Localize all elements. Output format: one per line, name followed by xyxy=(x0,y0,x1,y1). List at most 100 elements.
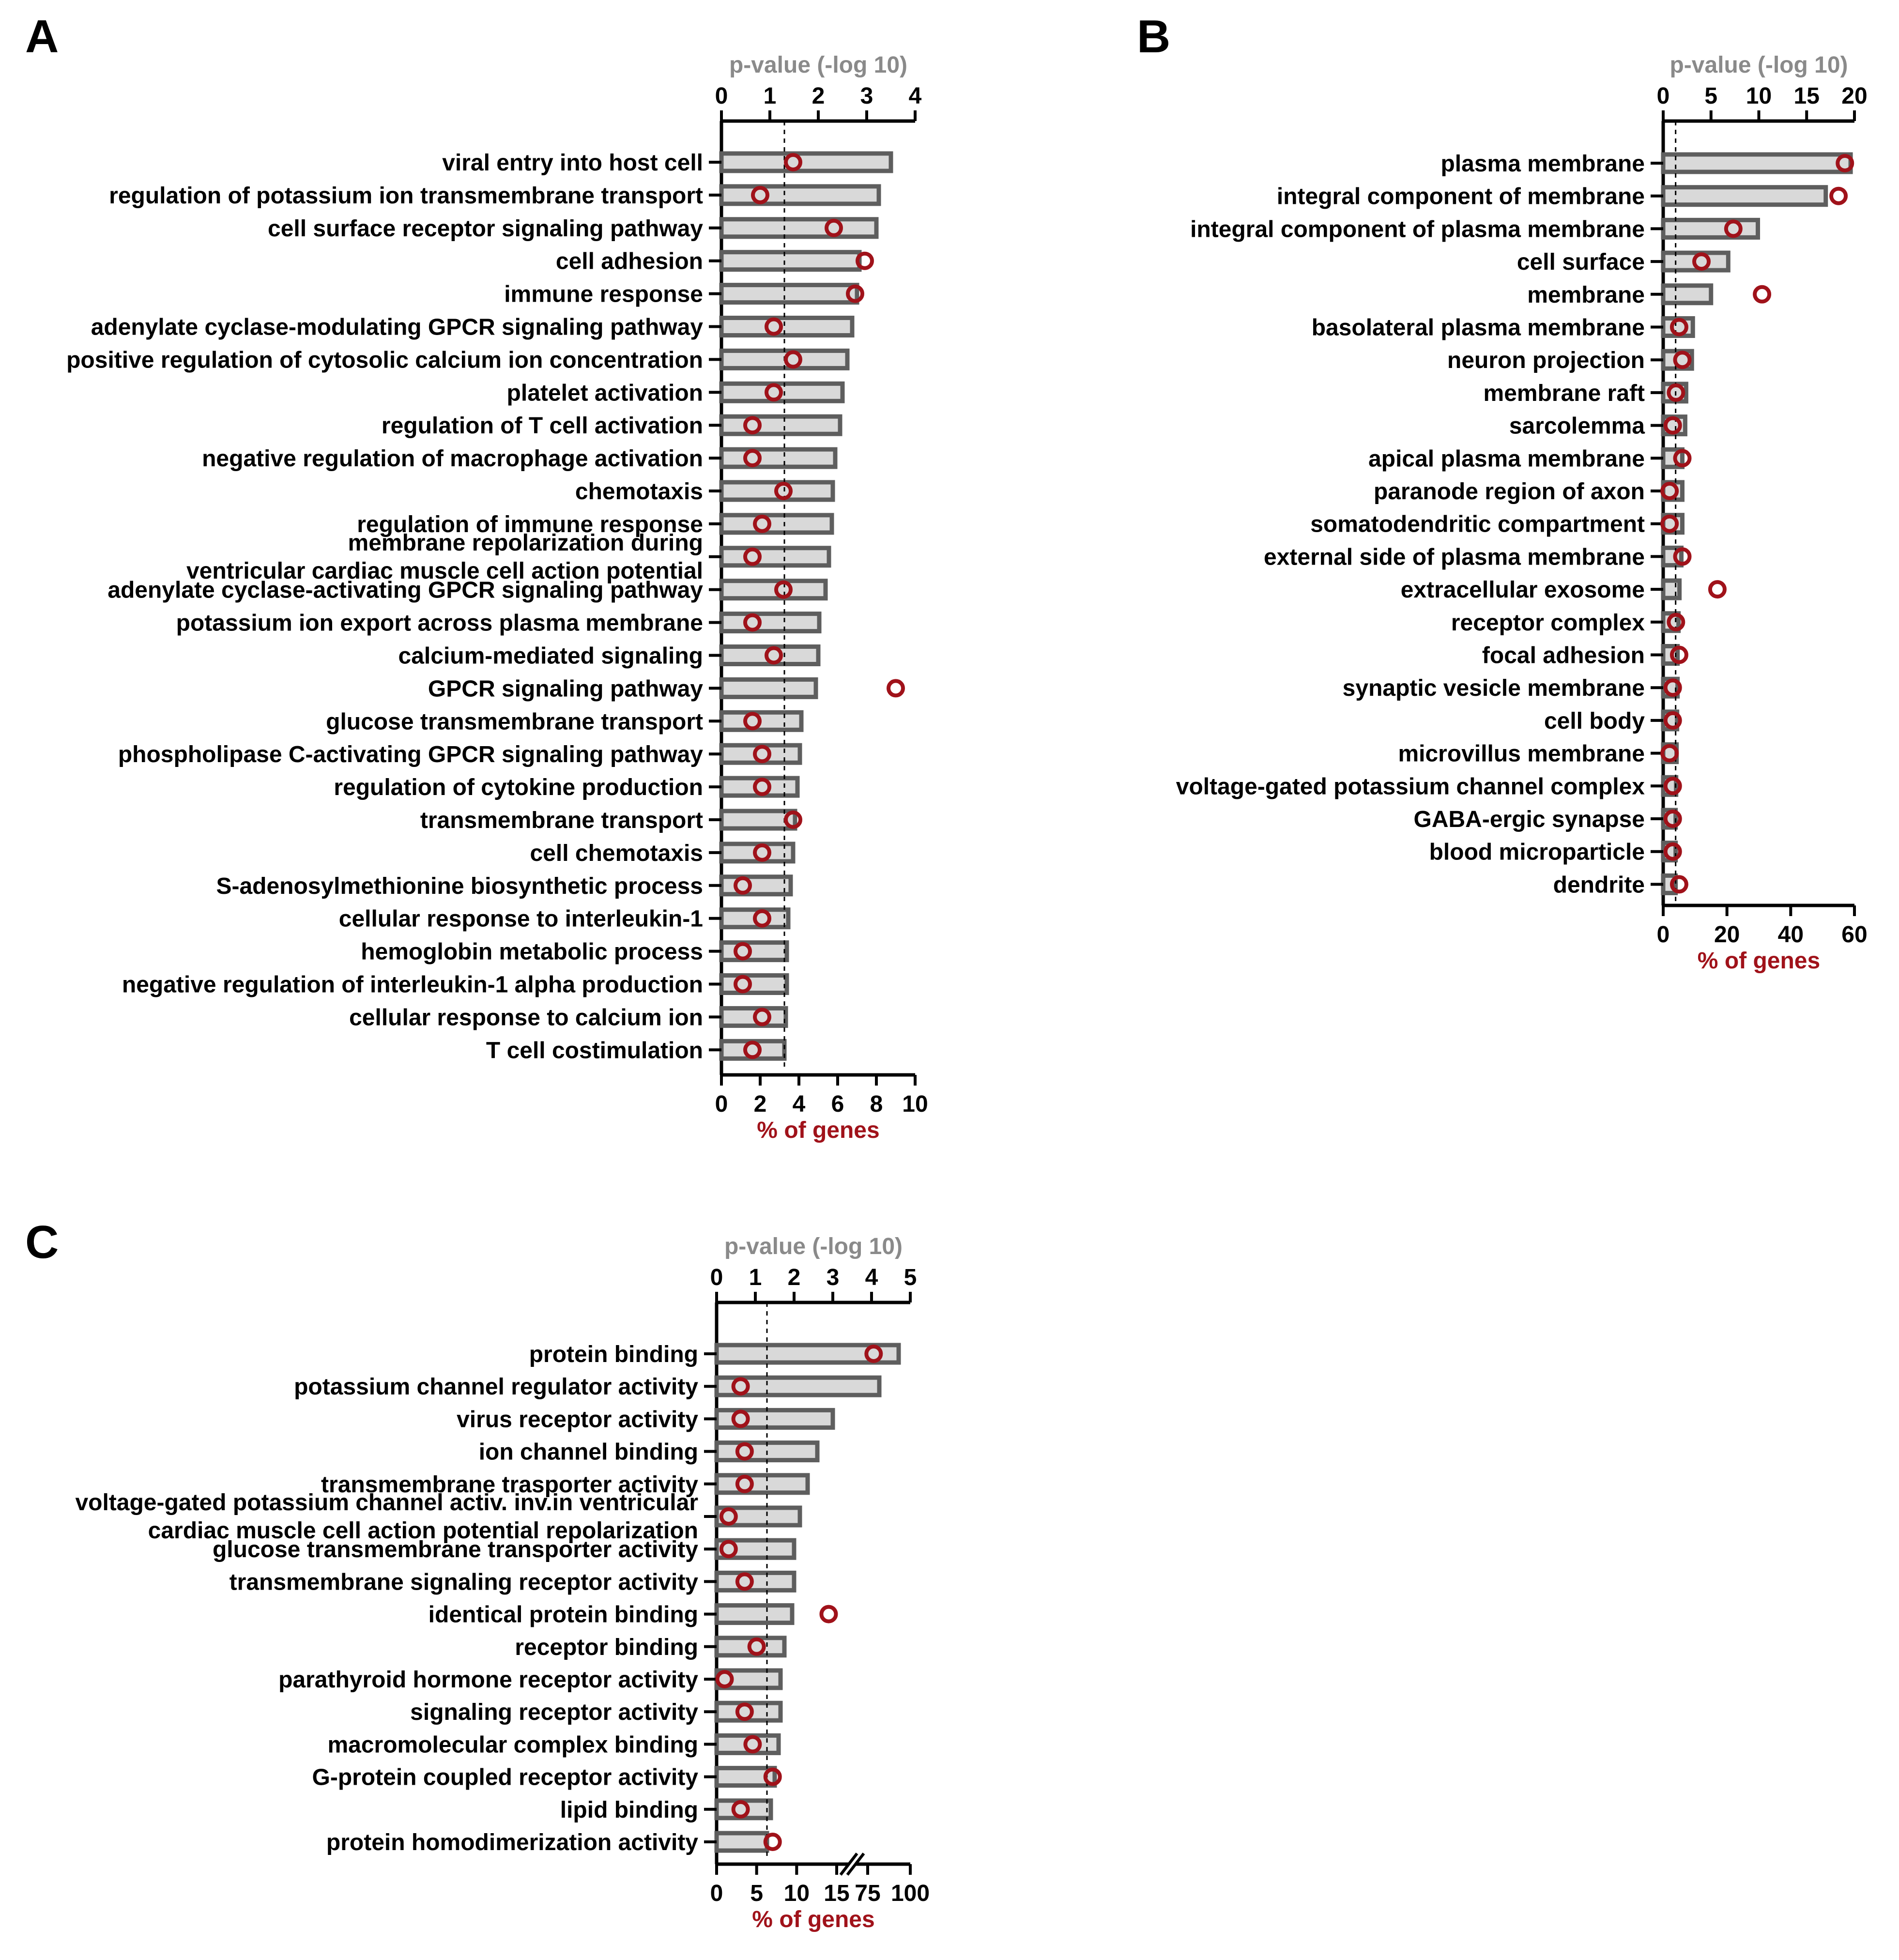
panel-a-genes-point xyxy=(774,482,793,500)
panel-b-pvalue-tick-label: 10 xyxy=(1746,83,1772,109)
panel-c-genes-tick-label: 75 xyxy=(855,1881,880,1906)
panel-b-genes-point xyxy=(1663,777,1682,796)
panel-a-pvalue-bar xyxy=(719,217,879,239)
panel-b-pvalue-bar xyxy=(1661,217,1761,240)
panel-c-axis-break-mark xyxy=(846,1853,865,1876)
panel-b-genes-point xyxy=(1673,449,1692,468)
panel-c-term-label: glucose transmembrane transporter activi… xyxy=(213,1537,698,1562)
panel-a-term-label: cell surface receptor signaling pathway xyxy=(268,216,703,242)
panel-a-pvalue-bar xyxy=(719,151,893,173)
panel-a-genes-point xyxy=(743,613,762,632)
panel-b-term-label: membrane raft xyxy=(1484,381,1645,406)
panel-a-pvalue-tick-label: 4 xyxy=(909,83,922,109)
panel-b-term-label: somatodendritic compartment xyxy=(1310,512,1645,537)
panel-b-term-label: apical plasma membrane xyxy=(1368,446,1645,472)
panel-b-pvalue-tick-label: 5 xyxy=(1704,83,1717,109)
panel-b-genes-point xyxy=(1663,416,1682,435)
panel-c-term-label: cardiac muscle cell action potential rep… xyxy=(148,1518,698,1544)
panel-c-genes-point xyxy=(735,1702,754,1721)
panel-b-genes-point xyxy=(1836,154,1854,172)
panel-b-pvalue-bar xyxy=(1661,185,1828,207)
panel-a-pvalue-bar xyxy=(719,414,842,436)
panel-a-genes-point xyxy=(751,185,769,204)
panel-a-term-label: adenylate cyclase-modulating GPCR signal… xyxy=(91,315,704,340)
panel-a-genes-point xyxy=(743,449,762,468)
panel-c-genes-point xyxy=(763,1767,782,1786)
panel-b-genes-point xyxy=(1669,645,1688,664)
panel-a-term-label: membrane repolarization during xyxy=(348,530,703,556)
panel-a-term-label: cellular response to calcium ion xyxy=(349,1005,703,1030)
panel-a-term-label: S-adenosylmethionine biosynthetic proces… xyxy=(216,873,703,899)
panel-a-genes-point xyxy=(743,416,762,435)
panel-c-term-label: potassium channel regulator activity xyxy=(294,1374,698,1400)
panel-b-genes-point xyxy=(1669,318,1688,337)
panel-a-pvalue-bar xyxy=(719,874,793,897)
panel-b-genes-point xyxy=(1673,351,1692,369)
panel-b-term-label: receptor complex xyxy=(1451,610,1645,636)
panel-a-term-label: cellular response to interleukin-1 xyxy=(339,906,703,932)
panel-c-pvalue-tick-label: 0 xyxy=(710,1265,723,1290)
panel-c-term-label: signaling receptor activity xyxy=(410,1700,698,1725)
panel-a-term-label: adenylate cyclase-activating GPCR signal… xyxy=(107,578,703,603)
panel-a-pvalue-tick-label: 0 xyxy=(715,83,728,109)
panel-b-genes-point xyxy=(1673,547,1692,566)
panel-c-axis-break-mark xyxy=(839,1853,858,1876)
panel-a-term-label: transmembrane transport xyxy=(420,808,703,833)
panel-b-pvalue-bar xyxy=(1661,283,1714,306)
panel-a-genes-tick-label: 6 xyxy=(831,1091,844,1117)
panel-a-term-label: cell adhesion xyxy=(556,249,703,275)
panel-c-pvalue-tick-label: 1 xyxy=(749,1265,762,1290)
panel-a-term-label: platelet activation xyxy=(507,380,703,406)
panel-b-term-label: external side of plasma membrane xyxy=(1264,544,1645,570)
panel-a-genes-point xyxy=(743,547,762,566)
panel-b-genes-point xyxy=(1663,678,1682,697)
panel-b-pvalue-axis-title: p-value (-log 10) xyxy=(1669,52,1848,78)
panel-c-genes-point xyxy=(819,1605,838,1623)
panel-b-term-label: integral component of membrane xyxy=(1277,184,1645,210)
panel-b-term-label: GABA-ergic synapse xyxy=(1414,807,1645,832)
panel-a-genes-point xyxy=(753,778,771,796)
panel-a-genes-point xyxy=(753,843,771,862)
panel-a-genes-axis-title: % of genes xyxy=(757,1118,879,1143)
panel-b-term-label: sarcolemma xyxy=(1509,413,1645,439)
panel-a-pvalue-bar xyxy=(719,546,831,568)
panel-a-genes-point xyxy=(753,514,771,533)
panel-a-term-label: immune response xyxy=(504,282,703,307)
panel-a-genes-point xyxy=(753,909,771,928)
panel-a-pvalue-bar xyxy=(719,316,855,337)
panel-c-pvalue-bar xyxy=(714,1831,769,1853)
panel-b-term-label: microvillus membrane xyxy=(1398,741,1645,767)
panel-c-term-label: transmembrane signaling receptor activit… xyxy=(230,1569,699,1595)
panel-a-pvalue-bar xyxy=(719,677,818,699)
panel-b-term-label: extracellular exosome xyxy=(1401,577,1645,603)
panel-a-genes-point xyxy=(765,383,783,402)
panel-c-genes-point xyxy=(715,1670,734,1688)
panel-c-genes-tick-label: 100 xyxy=(891,1881,930,1906)
panel-b-genes-point xyxy=(1660,514,1679,533)
panel-a-genes-point xyxy=(753,1008,771,1026)
panel-a-pvalue-tick-label: 2 xyxy=(812,83,825,109)
panel-label-b: B xyxy=(1137,11,1170,62)
panel-a-genes-point xyxy=(784,153,802,171)
panel-a-term-label: ventricular cardiac muscle cell action p… xyxy=(186,558,703,584)
panel-b-genes-point xyxy=(1667,612,1685,631)
panel-c-genes-tick-label: 10 xyxy=(784,1881,810,1906)
panel-b-pvalue-bar xyxy=(1661,578,1682,600)
panel-b-genes-point xyxy=(1724,219,1743,238)
panel-a-term-label: regulation of T cell activation xyxy=(382,413,703,439)
panel-c-term-label: receptor binding xyxy=(515,1635,698,1660)
panel-a-genes-point xyxy=(825,218,843,237)
panel-c-pvalue-bar xyxy=(714,1570,796,1592)
panel-a-term-label: regulation of cytokine production xyxy=(334,775,703,800)
panel-c-genes-point xyxy=(743,1735,762,1754)
panel-c-genes-point xyxy=(731,1377,750,1396)
panel-a-genes-point xyxy=(734,876,752,895)
panel-a-genes-point xyxy=(734,942,752,961)
panel-a-pvalue-bar xyxy=(719,973,789,995)
panel-b-genes-point xyxy=(1669,875,1688,894)
panel-c-genes-point xyxy=(731,1409,750,1428)
panel-a-genes-tick-label: 8 xyxy=(870,1091,883,1117)
panel-a-term-label: T cell costimulation xyxy=(486,1038,703,1063)
